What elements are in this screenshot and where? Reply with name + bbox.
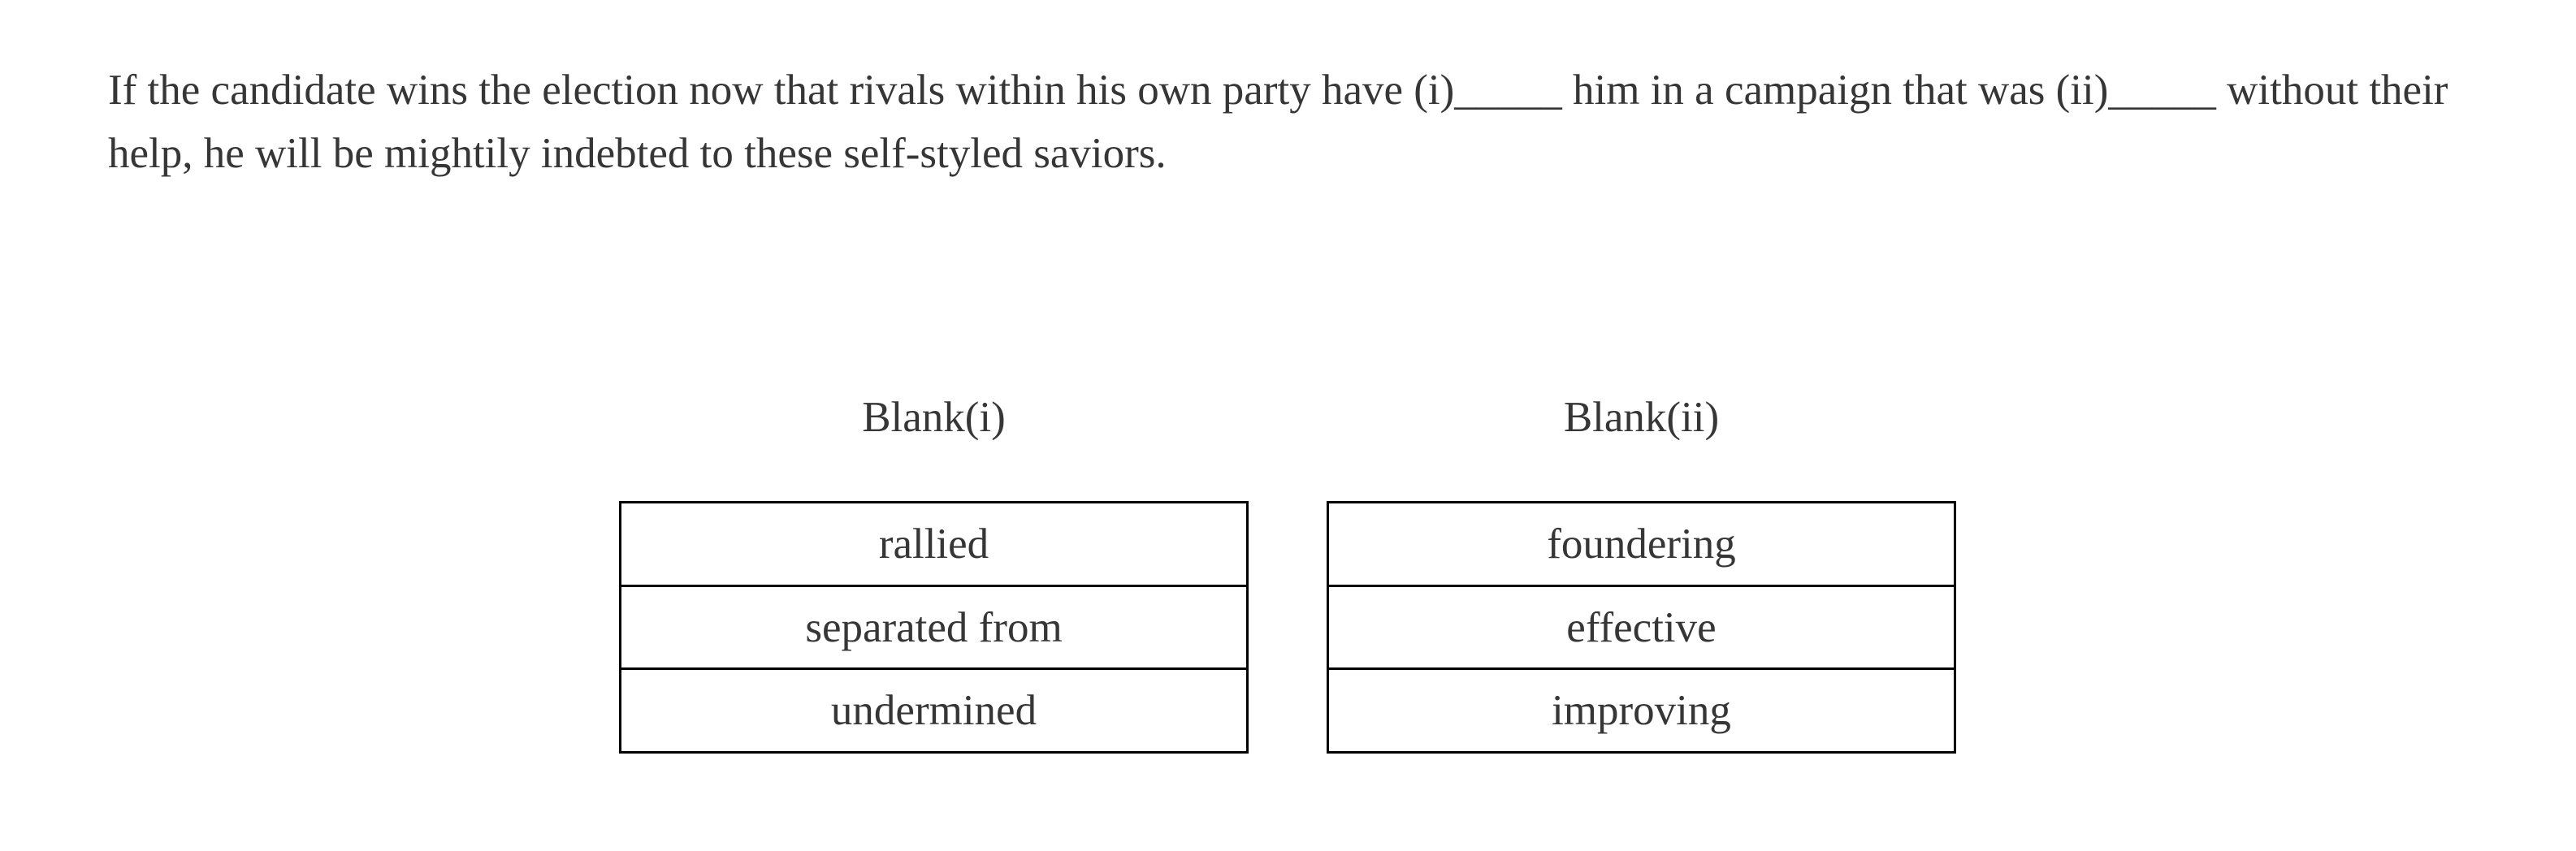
passage-line-2: help, he will be mightily indebted to th… [108, 130, 1167, 177]
blank-i-option-3[interactable]: undermined [621, 667, 1246, 751]
blank-i-option-1[interactable]: rallied [878, 520, 989, 568]
blank-ii-options-table: foundering effective improving [1327, 501, 1956, 754]
blank-i-option-2[interactable]: separated from [621, 584, 1246, 668]
blank-i-options-table: rallied separated from undermined [619, 501, 1249, 754]
blank-i-header: Blank(i) [862, 394, 1006, 441]
question-passage: If the candidate wins the election now t… [108, 58, 2448, 185]
blank-ii-header: Blank(ii) [1563, 394, 1720, 441]
blank-ii-option-3[interactable]: improving [1329, 667, 1954, 751]
blank-ii-option-2[interactable]: effective [1329, 584, 1954, 668]
blank-ii-option-1[interactable]: foundering [1547, 520, 1736, 568]
passage-line-1: If the candidate wins the election now t… [108, 67, 2448, 114]
